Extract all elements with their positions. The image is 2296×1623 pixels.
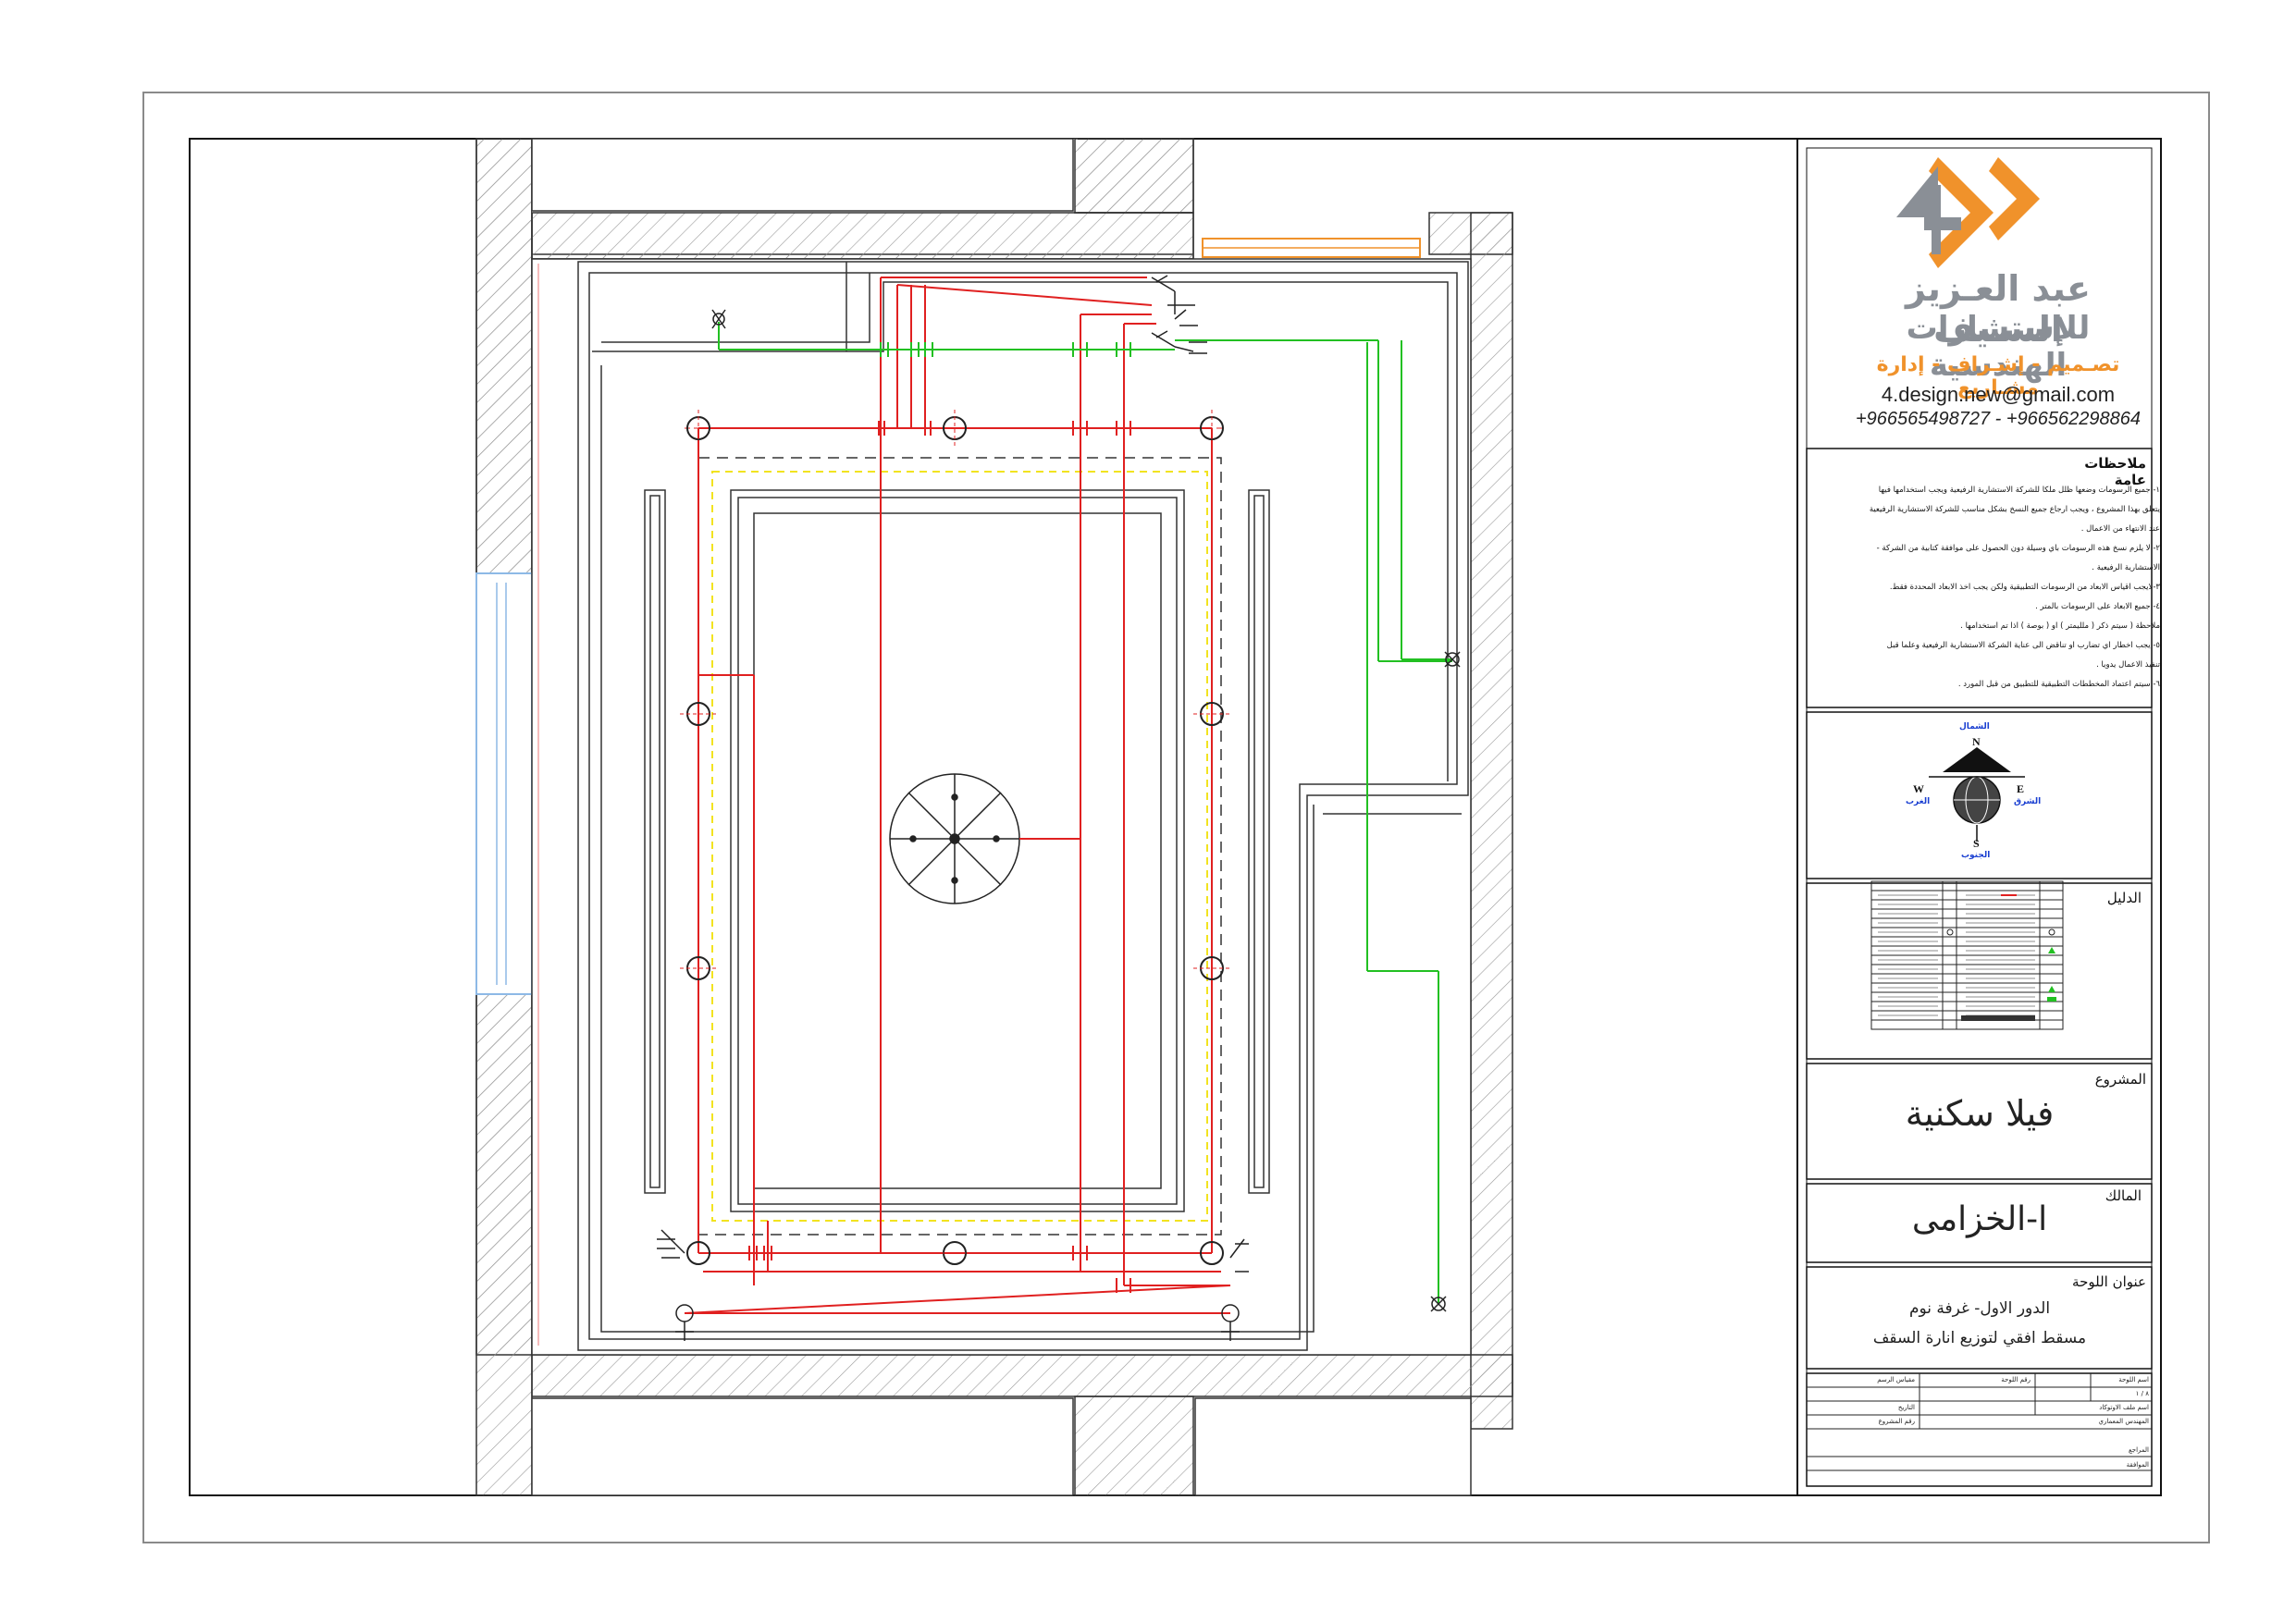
- compass-s-ar: الجنوب: [1961, 851, 1991, 860]
- sheet-title-line2: مسقط افقي لتوزيع انارة السقف: [1872, 1329, 2087, 1347]
- compass-w-ar: الغرب: [1906, 797, 1931, 806]
- company-name-line1: عبد العـزيز السـيف: [1906, 268, 2091, 350]
- note-line: ١- جميع الرسومات وضعها ظلل ملكا للشركة ا…: [1878, 486, 2160, 495]
- info-table: [1807, 1373, 2152, 1471]
- note-line: ٣-لايجب اقياس الابعاد من الرسومات التطبي…: [1889, 583, 2160, 592]
- note-line: ملاحظة ( سيتم ذكر ( ملليمتر ) او ( بوصة …: [1960, 621, 2160, 631]
- window-top: [1202, 238, 1421, 258]
- info-scale-label: مقياس الرسم: [1877, 1376, 1915, 1383]
- info-review-label: المراجع: [2129, 1446, 2149, 1454]
- company-logo: [1896, 157, 2040, 268]
- cove-lighting-line: [711, 471, 1208, 1222]
- info-sheet-value: ٨ / ١: [2135, 1390, 2149, 1397]
- owner-label: المالك: [2105, 1187, 2142, 1204]
- note-line: يتعلق بهذا المشروع ، ويجب ارجاع جميع الن…: [1869, 505, 2160, 514]
- info-sheet-name-label: اسم اللوحة: [2118, 1376, 2149, 1383]
- window-left: [475, 572, 533, 995]
- compass-n: N: [1972, 735, 1981, 748]
- ceiling-perimeter: [577, 261, 1469, 1351]
- notes-title: ملاحظات عامة: [2084, 455, 2146, 488]
- note-line: ٤- جميع الابعاد على الرسومات بالمتر .: [2035, 602, 2160, 611]
- lighting-circuit-red: [684, 277, 1231, 1314]
- compass-w: W: [1913, 782, 1924, 795]
- note-line: عند الانتهاء من الاعمال .: [2080, 524, 2160, 534]
- sheet-title-line1: الدور الاول- غرفة نوم: [1908, 1299, 2051, 1318]
- compass-e: E: [2017, 782, 2025, 795]
- info-date-label: التاريخ: [1897, 1404, 1915, 1411]
- legend-table: [1870, 880, 2064, 1030]
- walls: [475, 138, 1513, 1496]
- general-notes-list: ١- جميع الرسومات وضعها ظلل ملكا للشركة ا…: [1827, 481, 2160, 695]
- title-block-frame: [1796, 138, 2162, 1496]
- sheet-title-label: عنوان اللوحة: [2072, 1273, 2146, 1290]
- project-label: المشروع: [2094, 1071, 2146, 1088]
- company-services: تصـميم - إشـراف - إدارة مشـاريع: [1876, 353, 2120, 400]
- project-value: فيلا سكنية: [1905, 1093, 2055, 1134]
- info-engineer-label: المهندس المعماري: [2098, 1418, 2149, 1425]
- note-line: ٦- سيتم اعتماد المخططات التطبيقية للتطبي…: [1957, 680, 2160, 689]
- note-line: ٢- لا يلزم نسخ هذه الرسومات باي وسيلة دو…: [1876, 544, 2160, 553]
- info-project-no-label: رقم المشروع: [1878, 1418, 1915, 1425]
- owner-value: ا-الخزامى: [1911, 1200, 2048, 1238]
- room-floor: [531, 258, 1472, 1356]
- legend-title: الدليل: [2106, 890, 2142, 906]
- legend-symbols: [1946, 894, 2056, 1021]
- downlight-fixtures: [680, 410, 1230, 1265]
- compass-e-ar: الشرق: [2014, 797, 2042, 806]
- company-email: 4.design.new@gmail.com: [1881, 383, 2116, 406]
- chandelier-fixture: [889, 773, 1020, 904]
- sheet-outer-border: [142, 92, 2210, 1543]
- company-name-line2: للإستشارات الهندسية: [1906, 310, 2091, 384]
- compass-n-ar: الشمال: [1959, 722, 1990, 732]
- lighting-circuit-green: [718, 322, 1452, 1304]
- info-approval-label: الموافقة: [2126, 1461, 2149, 1469]
- north-arrow-compass: [1929, 747, 2025, 842]
- title-block-dividers: [1806, 448, 2153, 1487]
- switch-symbols: [657, 275, 1461, 1341]
- company-phones: +966565498727 - +966562298864: [1855, 409, 2142, 429]
- linear-diffusers: [644, 489, 1270, 1194]
- note-line: ٥- يجب اخطار اي تضارب او تناقض الى عناية…: [1886, 641, 2160, 650]
- compass-s: S: [1973, 837, 1980, 850]
- note-line: تنفيذ الاعمال يدويا .: [2096, 660, 2160, 670]
- info-sheet-no-label: رقم اللوحة: [2001, 1376, 2031, 1383]
- info-file-label: اسم ملف الاوتوكاد: [2099, 1404, 2149, 1411]
- note-line: الاستشارية الرفيعية .: [2092, 563, 2160, 572]
- central-coffer: [730, 489, 1185, 1212]
